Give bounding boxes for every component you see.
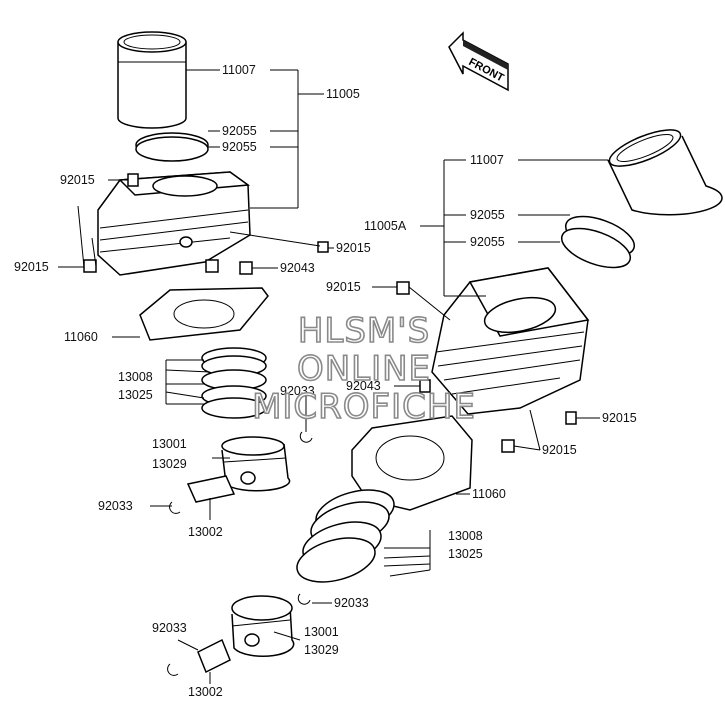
label-92055-left-2: 92055: [222, 140, 257, 154]
label-92055-left-1: 92055: [222, 124, 257, 138]
label-13029-left: 13029: [152, 457, 187, 471]
piston-left: [221, 436, 291, 492]
circlip-92033-right-b: [167, 663, 179, 676]
label-13008-right: 13008: [448, 529, 483, 543]
bolt-92015-left-top: [127, 173, 139, 187]
label-11007-right: 11007: [470, 153, 504, 167]
label-92033-right-1: 92033: [334, 596, 369, 610]
base-gasket-left: [139, 287, 269, 341]
cylinder-block-left: [97, 171, 251, 276]
label-92015-left-3: 92015: [336, 241, 371, 255]
piston-rings-left: [201, 347, 267, 419]
label-13002-right: 13002: [188, 685, 223, 699]
label-13029-right: 13029: [304, 643, 339, 657]
piston-pin-right: [197, 638, 231, 674]
bolt-92015-right-top: [396, 281, 410, 295]
label-92043-right: 92043: [346, 379, 381, 393]
watermark-line-3: MICROFICHE: [252, 387, 476, 427]
piston-pin-left: [186, 475, 236, 503]
dowel-92043-left: [205, 259, 253, 275]
bolt-92015-left-side: [83, 259, 97, 273]
cylinder-sleeve-right: [607, 129, 723, 216]
label-92055-right-2: 92055: [470, 235, 505, 249]
o-ring-pair-left: [135, 132, 209, 162]
label-92033-right-2: 92033: [152, 621, 187, 635]
bolt-92015-left-right: [317, 241, 329, 253]
bolt-92015-right-bottom: [501, 439, 515, 453]
label-11060-right: 11060: [472, 487, 506, 501]
label-13025-left: 13025: [118, 388, 153, 402]
base-gasket-right: [351, 415, 473, 511]
piston-right: [231, 595, 295, 658]
label-13002-left: 13002: [188, 525, 223, 539]
circlip-92033-left-b: [169, 501, 181, 514]
cylinder-block-right: [431, 267, 590, 415]
label-92015-right-2: 92015: [602, 411, 637, 425]
label-11005: 11005: [326, 87, 360, 101]
cylinder-sleeve-left: [117, 31, 187, 129]
label-92033-left-2: 92033: [98, 499, 133, 513]
label-13008-left: 13008: [118, 370, 153, 384]
label-92015-right-1: 92015: [326, 280, 361, 294]
label-92015-left-2: 92015: [14, 260, 49, 274]
label-13001-left: 13001: [152, 437, 187, 451]
watermark-line-2: ONLINE: [297, 349, 431, 389]
circlip-92033-right-a: [297, 593, 311, 605]
label-92043-left: 92043: [280, 261, 315, 275]
label-13001-right: 13001: [304, 625, 339, 639]
label-92015-right-3: 92015: [542, 443, 577, 457]
leader-lines: [58, 69, 608, 684]
bolt-92015-right-side: [565, 411, 577, 425]
front-arrow-icon: FRONT: [448, 31, 509, 92]
label-11005A: 11005A: [364, 219, 407, 233]
part-labels: 11007 11005 92055 92055 92015 92015 9201…: [14, 63, 637, 699]
piston-rings-right: [296, 489, 395, 583]
label-92055-right-1: 92055: [470, 208, 505, 222]
watermark-line-1: HLSM'S: [298, 311, 430, 351]
watermark: HLSM'S ONLINE MICROFICHE: [251, 310, 476, 428]
label-92015-left-1: 92015: [60, 173, 95, 187]
label-92033-left-1: 92033: [280, 384, 315, 398]
label-13025-right: 13025: [448, 547, 483, 561]
label-11060-left: 11060: [64, 330, 98, 344]
label-11007-left: 11007: [222, 63, 256, 77]
circlip-92033-left-a: [299, 431, 313, 443]
o-ring-pair-right: [560, 215, 636, 269]
